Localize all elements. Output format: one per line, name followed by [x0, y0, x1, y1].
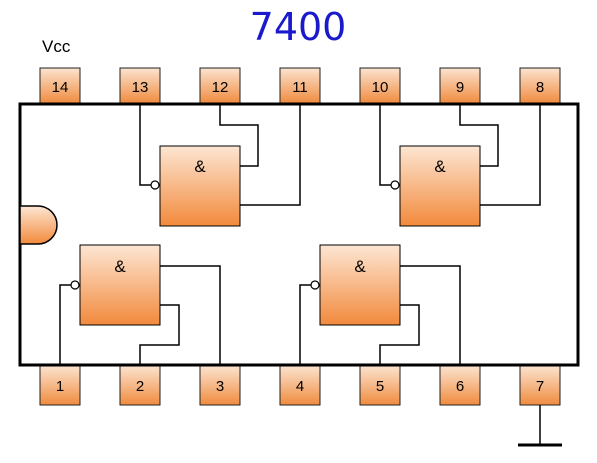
pin-label: 7: [536, 378, 544, 395]
pin-5: 5: [359, 365, 401, 406]
pin-label: 6: [456, 378, 464, 395]
pin-11: 11: [279, 67, 321, 104]
pin-13: 13: [119, 67, 161, 104]
pin-label: 9: [456, 79, 464, 96]
pin-2: 2: [119, 365, 161, 406]
pin-9: 9: [439, 67, 481, 104]
pin-label: 14: [52, 79, 69, 96]
chip-body: [18, 102, 580, 367]
gate-symbol: &: [434, 157, 446, 176]
gate-symbol: &: [194, 157, 206, 176]
pin-12: 12: [199, 67, 241, 104]
inverter-bubble-icon: [310, 280, 320, 290]
pin-1: 1: [39, 365, 81, 406]
bottom-pins: 1 2 3 4 5 6 7: [39, 365, 561, 406]
inverter-bubble-icon: [150, 180, 160, 190]
pin-7: 7: [519, 365, 561, 406]
inverter-bubble-icon: [390, 180, 400, 190]
vcc-label: Vcc: [42, 37, 71, 56]
pin-label: 4: [296, 378, 304, 395]
nand-gate-top-left: &: [139, 104, 301, 227]
pin-label: 12: [212, 79, 229, 96]
pin-4: 4: [279, 365, 321, 406]
gate-symbol: &: [114, 257, 126, 276]
pin-label: 10: [372, 79, 389, 96]
pin-6: 6: [439, 365, 481, 406]
pin-label: 2: [136, 378, 144, 395]
pin-label: 11: [292, 79, 308, 96]
pin-label: 13: [132, 79, 149, 96]
gate-symbol: &: [354, 257, 366, 276]
pin-label: 1: [56, 378, 64, 395]
top-pins: 14 13 12 11 10 9 8: [39, 67, 561, 104]
pin-14: 14: [39, 67, 81, 104]
nand-gate-bottom-left: &: [59, 244, 221, 365]
pin-8: 8: [519, 67, 561, 104]
pin-label: 8: [536, 79, 544, 96]
pin-label: 5: [376, 378, 384, 395]
pin-3: 3: [199, 365, 241, 406]
pin-10: 10: [359, 67, 401, 104]
pin-label: 3: [216, 378, 224, 395]
orientation-notch: [19, 205, 58, 245]
chip-title: 7400: [250, 5, 347, 49]
nand-gate-bottom-right: &: [299, 244, 461, 365]
inverter-bubble-icon: [70, 280, 80, 290]
nand-gate-top-right: &: [379, 104, 541, 227]
